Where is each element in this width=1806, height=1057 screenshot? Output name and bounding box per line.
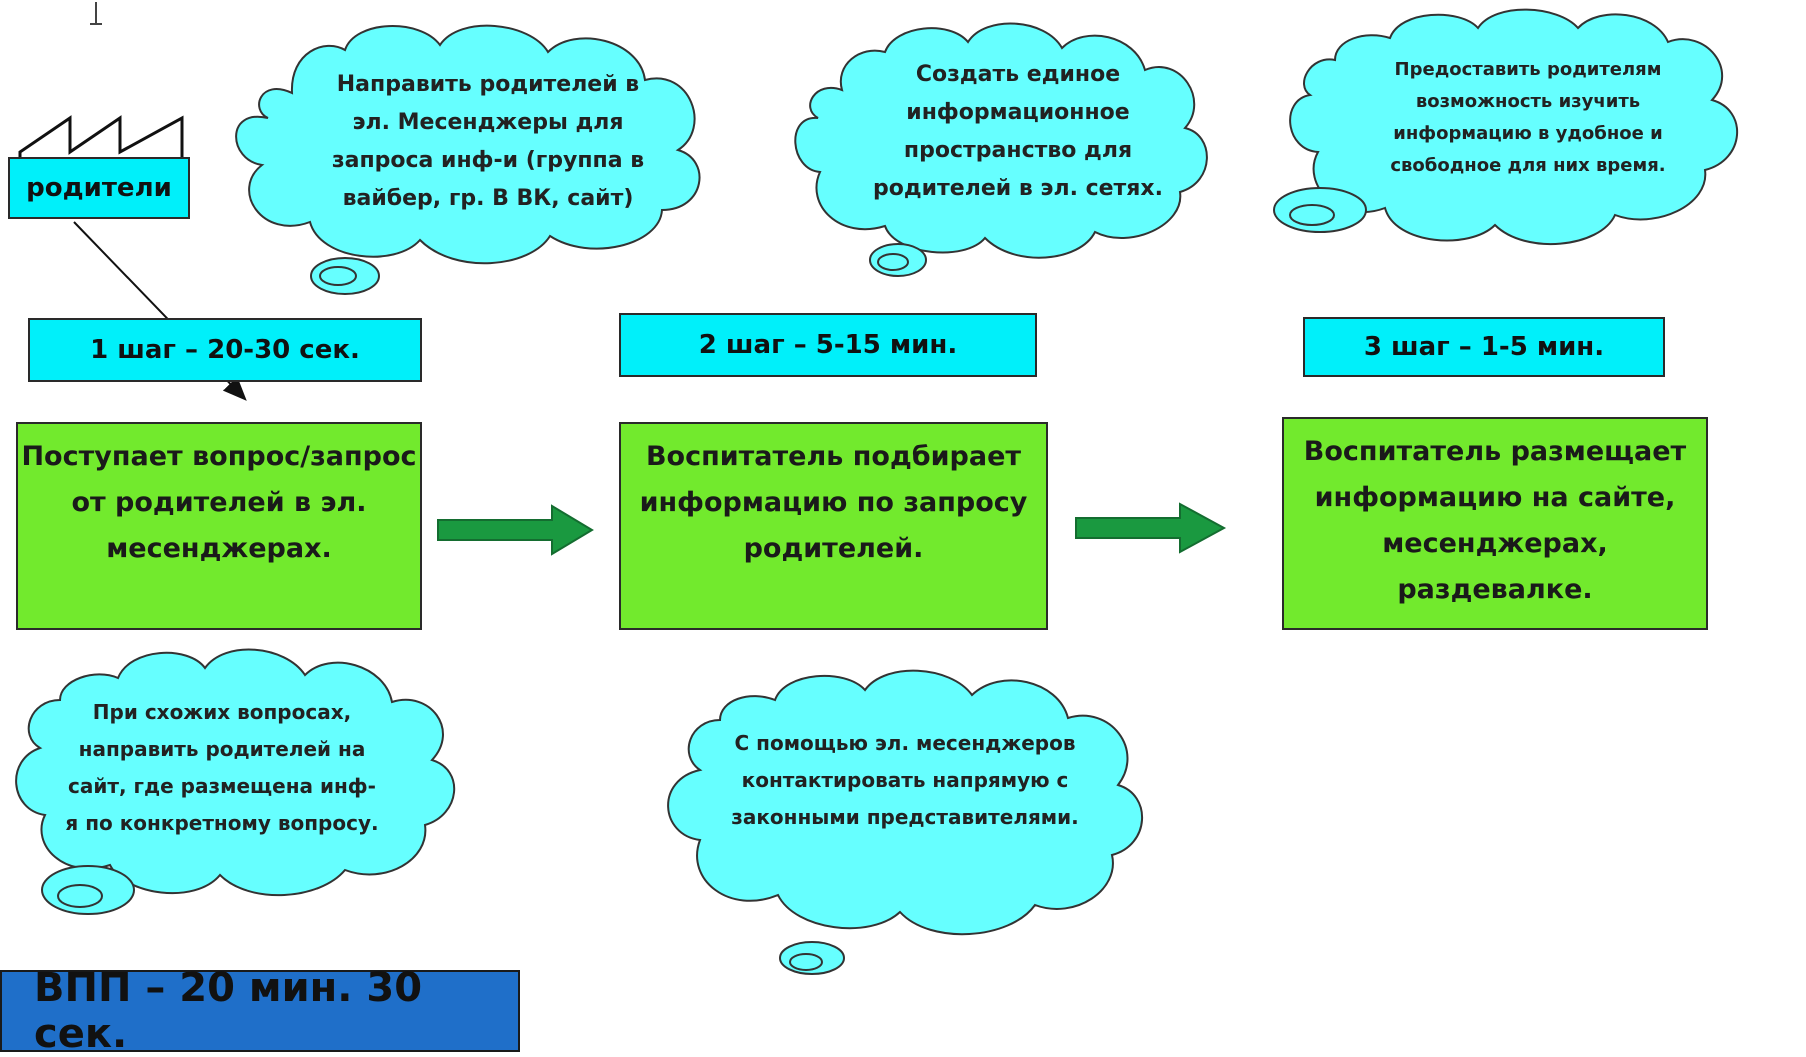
thought-cloud-1 [235,24,701,295]
step-1-label: 1 шаг – 20-30 сек. [28,318,422,382]
actor-parents-label: родители [8,157,190,219]
cloud-1-text: Направить родителей в эл. Месенджеры для… [331,72,645,211]
cloud-4-text: При схожих вопросах, направить родителей… [65,700,379,835]
process-box-1: Поступает вопрос/запрос от родителей в э… [16,422,422,630]
step-2-label: 2 шаг – 5-15 мин. [619,313,1037,377]
thought-cloud-5 [667,669,1143,975]
process-box-2: Воспитатель подбирает информацию по запр… [619,422,1048,630]
flow-arrow-1 [437,504,594,556]
thought-cloud-4 [15,648,456,915]
thought-cloud-3 [1273,8,1738,245]
process-box-3: Воспитатель размещает информацию на сайт… [1282,417,1708,630]
flow-arrow-2 [1075,502,1227,554]
total-time-label: ВПП – 20 мин. 30 сек. [0,965,520,1057]
factory-roof-icon [18,115,184,158]
text-cursor-mark [90,2,102,25]
step-3-label: 3 шаг – 1-5 мин. [1303,317,1665,377]
cloud-2-text: Создать единое информационное пространст… [873,62,1163,201]
cloud-3-text: Предоставить родителям возможность изучи… [1390,59,1666,176]
thought-cloud-2 [794,22,1208,277]
cloud-5-text: С помощью эл. месенджеров контактировать… [731,730,1079,829]
